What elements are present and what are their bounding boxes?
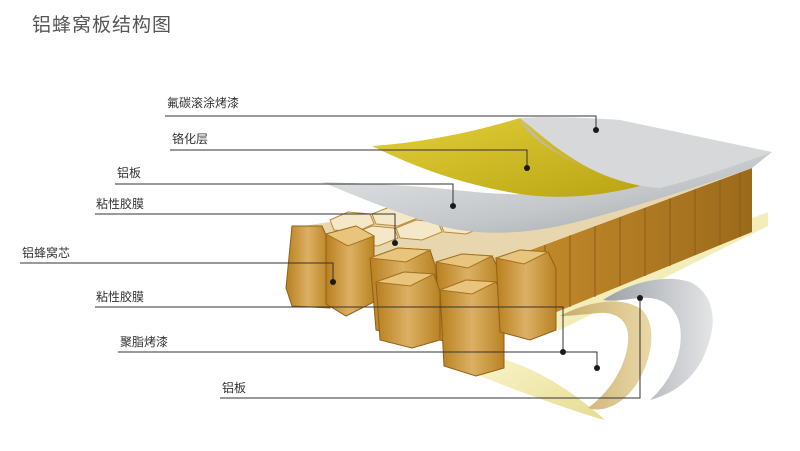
page-title: 铝蜂窝板结构图 [32,14,173,36]
fluorocarbon-coating [520,117,772,188]
bottom-aluminum-roll [603,278,713,400]
label-honeycomb-core: 铝蜂窝芯 [22,246,71,260]
label-top-adhesive-film: 粘性胶膜 [96,197,145,211]
label-chromate-layer: 铬化层 [172,132,209,146]
label-polyester-coating: 聚脂烤漆 [120,335,169,349]
label-bottom-aluminum-sheet: 铝板 [222,381,247,395]
honeycomb-side-wall [498,168,752,336]
honeycomb-side-ribs [519,172,741,327]
bottom-polyester-roll [560,301,652,410]
label-bottom-adhesive-film: 粘性胶膜 [96,290,145,304]
label-fluorocarbon-coating: 氟碳滚涂烤漆 [167,96,240,110]
label-top-aluminum-sheet: 铝板 [117,166,142,180]
upper-aluminum-sheet [322,152,772,233]
honeycomb-cell-tops [324,225,550,295]
leader-dots [330,127,643,371]
leader-lines [20,115,641,399]
chromate-layer [372,118,640,197]
